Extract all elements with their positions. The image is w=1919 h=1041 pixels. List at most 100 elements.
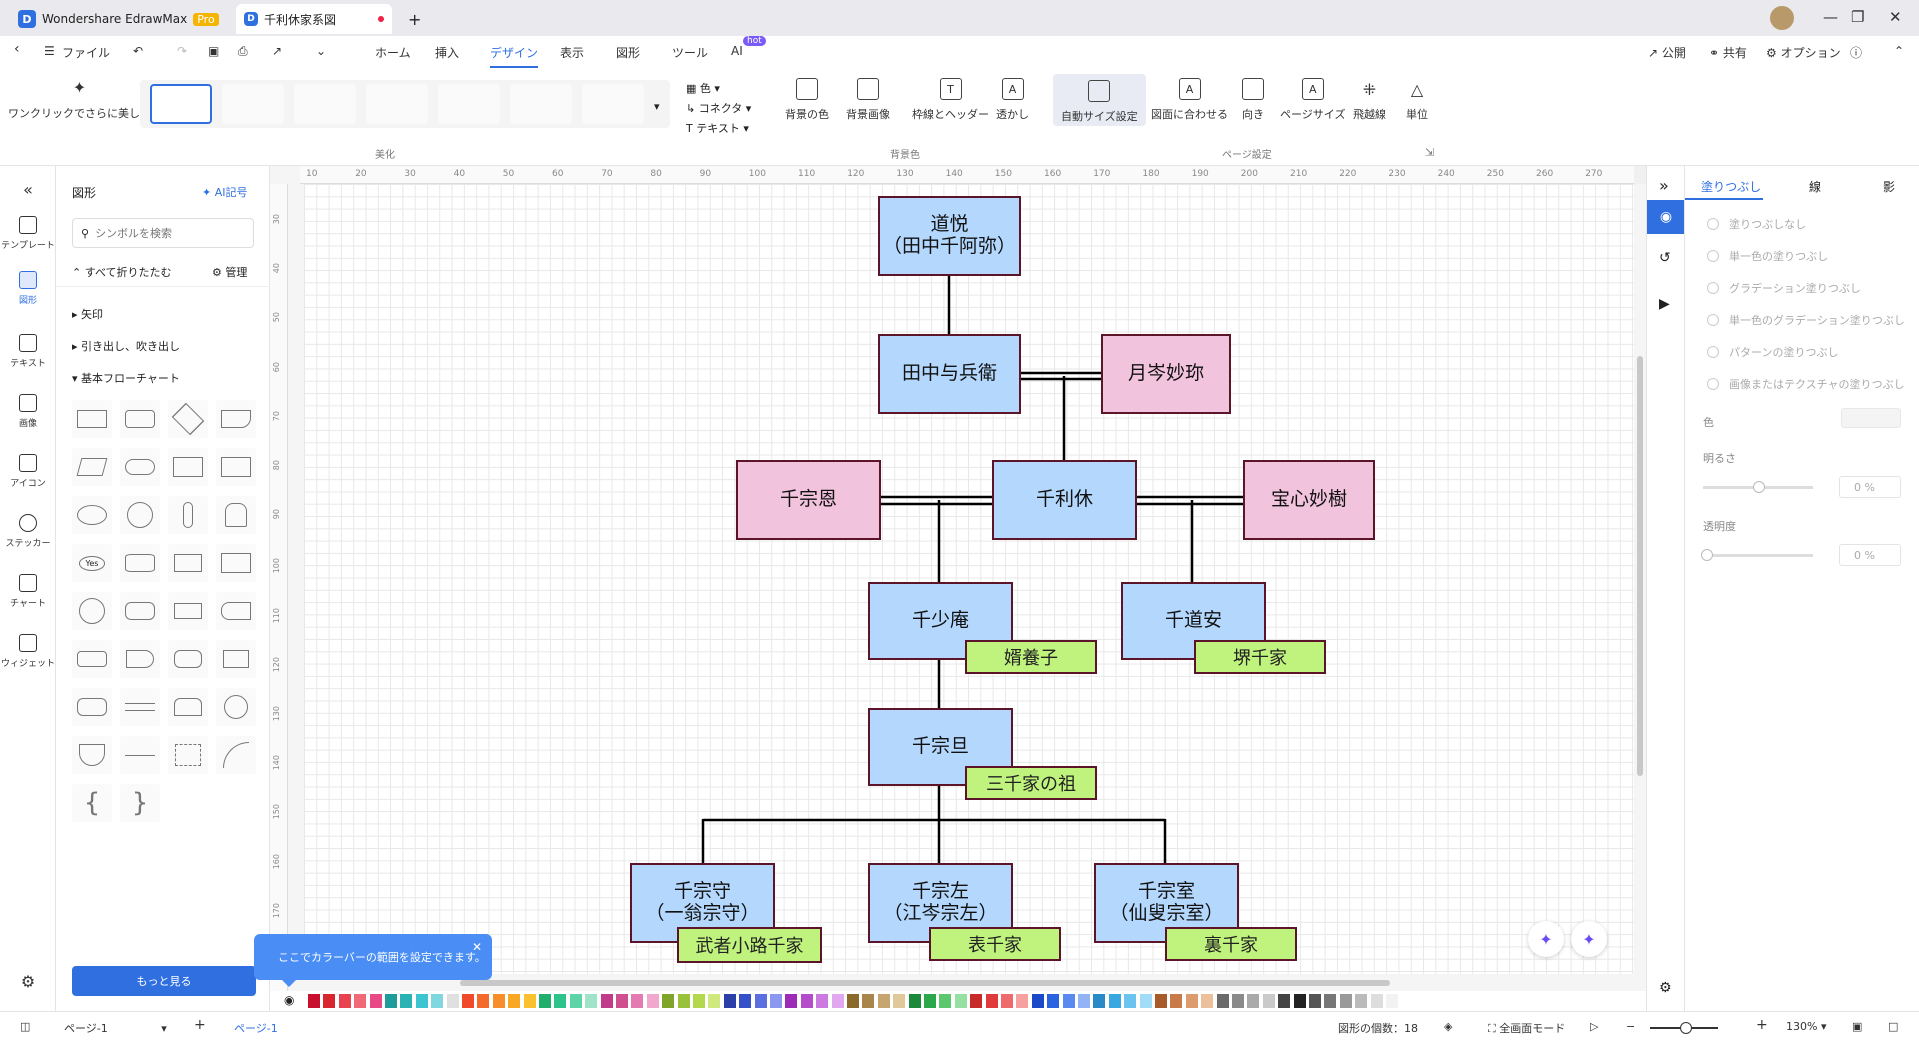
theme-option-7[interactable] [582, 84, 644, 124]
bg-color-button[interactable]: 背景の色 [785, 78, 829, 122]
color-swatch[interactable] [1124, 994, 1137, 1008]
avatar[interactable] [1770, 6, 1794, 30]
horizontal-scroll-thumb[interactable] [460, 980, 1390, 986]
print-icon[interactable]: ⎙ [238, 44, 248, 58]
layers-icon[interactable]: ◈ [1444, 1020, 1453, 1033]
redo-icon[interactable]: ↷ [177, 44, 188, 58]
shape-octagon[interactable] [168, 640, 208, 678]
shape-ellipse[interactable] [72, 496, 112, 534]
rail-template[interactable]: テンプレート [0, 216, 56, 251]
ai-beautify-fab[interactable]: ✦ [1528, 921, 1564, 957]
tab-shape[interactable]: 図形 [616, 46, 641, 60]
presentation-icon[interactable]: ▶ [1659, 296, 1670, 312]
tab-fill[interactable]: 塗りつぶし [1701, 180, 1762, 194]
color-swatch[interactable] [954, 994, 967, 1008]
color-swatch[interactable] [1170, 994, 1183, 1008]
fill-option-single-gradient[interactable]: 単一色のグラデーション塗りつぶし [1707, 312, 1905, 328]
shape-connector-circle[interactable] [216, 688, 256, 726]
shape-off-page[interactable] [72, 736, 112, 774]
color-swatch[interactable] [1386, 994, 1398, 1008]
zoom-level[interactable]: 130% ▾ [1786, 1020, 1827, 1033]
fill-option-image[interactable]: 画像またはテクスチャの塗りつぶし [1707, 376, 1905, 392]
tooltip-close-icon[interactable]: ✕ [471, 940, 482, 954]
jump-line-button[interactable]: ⁜飛越線 [1353, 78, 1386, 122]
color-swatch[interactable] [446, 994, 459, 1008]
page-tab-1[interactable]: ページ-1 [234, 1022, 278, 1035]
tag-sosa[interactable]: 表千家 [929, 927, 1061, 961]
theme-option-5[interactable] [438, 84, 500, 124]
color-swatch[interactable] [554, 994, 567, 1008]
color-swatch[interactable] [415, 994, 428, 1008]
node-hoshin[interactable]: 宝心妙樹 [1243, 460, 1375, 540]
color-swatch[interactable] [1047, 994, 1060, 1008]
tab-line[interactable]: 線 [1809, 180, 1822, 194]
theme-option-6[interactable] [510, 84, 572, 124]
color-swatch[interactable] [523, 994, 536, 1008]
expand-panel-icon[interactable]: » [1659, 176, 1669, 195]
shape-person[interactable] [168, 496, 208, 534]
color-swatch[interactable] [908, 994, 921, 1008]
shape-lines[interactable] [120, 688, 160, 726]
tag-soshitsu[interactable]: 裏千家 [1165, 927, 1297, 961]
node-doetsu[interactable]: 道悦 （田中千阿弥） [878, 196, 1021, 276]
new-tab-button[interactable]: + [408, 9, 422, 29]
color-swatch[interactable] [939, 994, 952, 1008]
color-swatch[interactable] [1108, 994, 1121, 1008]
right-settings-icon[interactable]: ⚙ [1659, 980, 1672, 996]
color-swatch[interactable] [400, 994, 413, 1008]
rail-image[interactable]: 画像 [0, 394, 56, 429]
color-swatch[interactable] [862, 994, 875, 1008]
theme-option-1[interactable] [150, 84, 212, 124]
color-picker[interactable] [1841, 408, 1901, 428]
zoom-slider[interactable] [1650, 1022, 1718, 1034]
shape-wave[interactable] [72, 640, 112, 678]
undo-icon[interactable]: ↶ [133, 44, 144, 58]
color-swatch[interactable] [1155, 994, 1167, 1008]
color-swatch[interactable] [1324, 994, 1337, 1008]
color-swatch[interactable] [723, 994, 736, 1008]
shape-circle-2[interactable] [72, 592, 112, 630]
tab-insert[interactable]: 挿入 [435, 46, 460, 60]
settings-gear-icon[interactable]: ⚙ [20, 972, 36, 991]
color-swatch[interactable] [539, 994, 551, 1008]
collapse-ribbon-icon[interactable]: ⌃ [1894, 44, 1905, 58]
ai-assistant-fab[interactable]: ✦ [1571, 921, 1607, 957]
color-swatch[interactable] [924, 994, 936, 1008]
shape-card[interactable] [216, 544, 256, 582]
color-swatch[interactable] [1278, 994, 1291, 1008]
shape-document[interactable] [216, 400, 256, 438]
tab-view[interactable]: 表示 [560, 46, 585, 60]
document-tab[interactable]: D 千利休家系図 [236, 4, 392, 34]
shape-line-connector[interactable] [120, 736, 160, 774]
transparency-slider-handle[interactable] [1701, 549, 1713, 561]
collapse-all-button[interactable]: ⌃ すべて折りたたむ [72, 266, 172, 279]
brightness-slider-handle[interactable] [1753, 481, 1765, 493]
node-doan[interactable]: 千道安 [1121, 582, 1266, 660]
color-swatch[interactable] [708, 994, 721, 1008]
category-callouts[interactable]: ▸ 引き出し、吹き出し [72, 340, 181, 353]
color-swatch[interactable] [431, 994, 444, 1008]
shape-circle[interactable] [120, 496, 160, 534]
symbol-search-input[interactable] [95, 226, 236, 240]
one-click-beautify-button[interactable]: ✦ ワンクリックでさらに美しく [8, 78, 151, 121]
color-swatch[interactable] [800, 994, 813, 1008]
color-swatch[interactable] [1370, 994, 1383, 1008]
help-icon[interactable]: ⓘ [1850, 46, 1863, 60]
color-swatch[interactable] [816, 994, 829, 1008]
color-swatch[interactable] [831, 994, 844, 1008]
color-swatch[interactable] [1232, 994, 1244, 1008]
color-swatch[interactable] [354, 994, 367, 1008]
color-swatch[interactable] [1001, 994, 1013, 1008]
shape-cylinder[interactable] [120, 544, 160, 582]
tab-tools[interactable]: ツール [672, 46, 709, 60]
shape-arc[interactable] [216, 736, 256, 774]
rail-chart[interactable]: チャート [0, 574, 56, 609]
color-swatch[interactable] [508, 994, 521, 1008]
add-page-icon[interactable]: + [194, 1017, 206, 1033]
shape-rectangle[interactable] [72, 400, 112, 438]
tag-shoan[interactable]: 婿養子 [965, 640, 1097, 674]
page-selector[interactable]: ページ-1 ▾ [64, 1020, 167, 1036]
vertical-scroll-thumb[interactable] [1637, 356, 1643, 776]
